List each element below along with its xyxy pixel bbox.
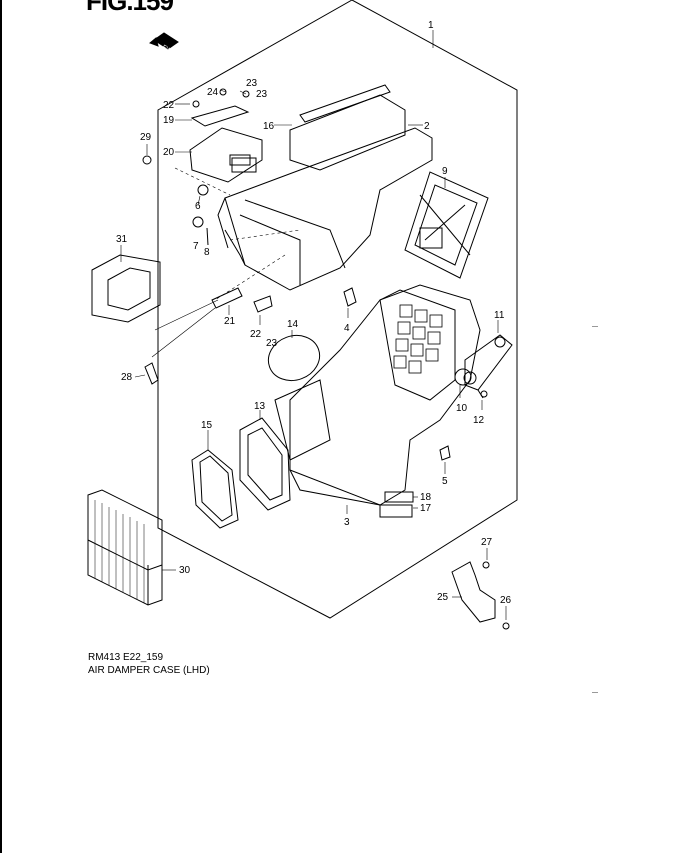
part-label: 27 (481, 537, 493, 548)
figure-code: RM413 E22_159 (88, 652, 164, 663)
part-label: 12 (473, 415, 485, 426)
lever-11-shape (454, 334, 513, 399)
part-label: 13 (254, 401, 266, 412)
part-label: 20 (163, 147, 175, 158)
assembly-boundary (157, 0, 518, 619)
part-label: 1 (428, 20, 434, 31)
part-label: 8 (204, 247, 210, 258)
part-label: 5 (442, 476, 448, 487)
washer-7-shape (192, 216, 204, 228)
part-label: 15 (201, 420, 213, 431)
gasket-13-shape (239, 417, 291, 511)
part-label: 14 (287, 319, 299, 330)
part-label: 24 (207, 87, 219, 98)
washer-6-shape (197, 184, 209, 196)
part-label: 28 (121, 372, 133, 383)
damper-9-shape (404, 171, 489, 279)
figure-title: FIG.159 (86, 0, 174, 16)
part-label: 10 (456, 403, 468, 414)
part-label: 26 (500, 595, 512, 606)
actuator-shape (189, 88, 263, 183)
part-label: 19 (163, 115, 175, 126)
figure-name: AIR DAMPER CASE (LHD) (88, 665, 210, 676)
part-label: 31 (116, 234, 128, 245)
fwd-label: FWD (161, 45, 176, 57)
clip-5-shape (439, 445, 451, 461)
part-label: 30 (179, 565, 191, 576)
part-label: 22 (163, 100, 175, 111)
clip-22-shape (253, 295, 273, 313)
part-label: 23 (256, 89, 268, 100)
gasket-31-shape (91, 254, 161, 323)
part-label: 2 (424, 121, 430, 132)
left-border (0, 0, 2, 853)
clip-4-shape (343, 287, 357, 307)
part-label: 29 (140, 132, 152, 143)
part-labels: 1 2 3 4 5 6 7 8 9 10 11 12 13 14 15 16 1… (116, 20, 512, 606)
part-label: 18 (420, 492, 432, 503)
pad-14-shape (267, 334, 321, 382)
lower-case-shape (274, 284, 481, 518)
seal-15-shape (191, 449, 239, 529)
fwd-arrow-icon (149, 32, 179, 50)
margin-mark (592, 692, 598, 693)
part-label: 22 (250, 329, 262, 340)
part-label: 23 (246, 78, 258, 89)
screw-29-shape (142, 155, 152, 165)
part-label: 4 (344, 323, 350, 334)
part-label: 16 (263, 121, 275, 132)
margin-mark (592, 326, 598, 327)
bracket-25-shape (451, 561, 510, 630)
part-label: 7 (193, 241, 199, 252)
leader-lines (120, 30, 507, 620)
part-label: 6 (195, 201, 201, 212)
part-label: 11 (494, 310, 505, 321)
bracket-21-shape (211, 287, 243, 309)
part-label: 21 (224, 316, 236, 327)
upper-case-shape (217, 84, 433, 291)
part-label: 17 (420, 503, 432, 514)
air-filter-30-shape (87, 489, 163, 606)
part-label: 25 (437, 592, 449, 603)
part-label: 9 (442, 166, 448, 177)
clip-28-shape (144, 362, 159, 385)
bolt-8-shape (206, 227, 209, 246)
part-label: 23 (266, 338, 278, 349)
part-label: 3 (344, 517, 350, 528)
